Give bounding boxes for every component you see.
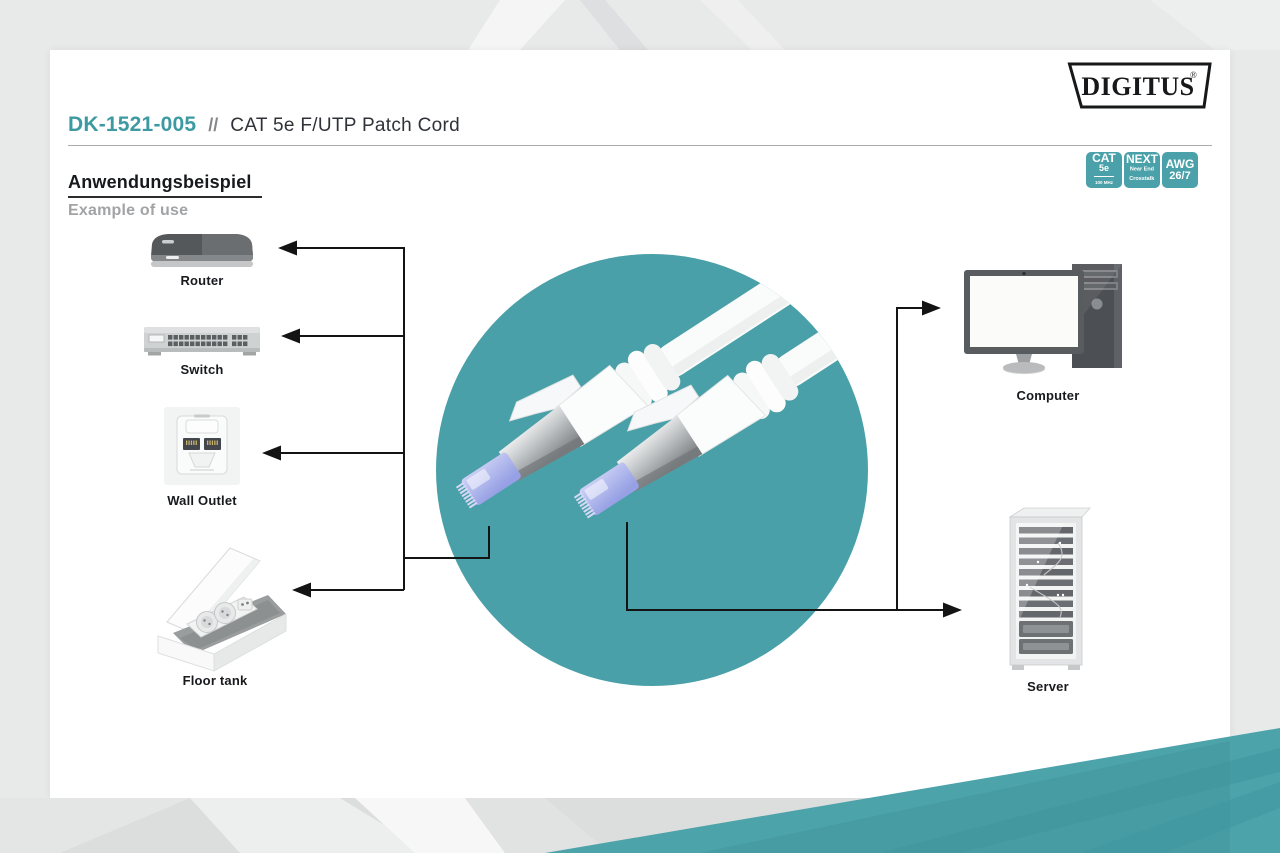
badge-next-title: NEXT [1125, 152, 1158, 167]
logo-frame [1067, 62, 1212, 109]
badge-cat5e: CAT 5e 100 MHz [1086, 152, 1122, 188]
page-header: DK-1521-005 // CAT 5e F/UTP Patch Cord [68, 113, 460, 137]
section-title-english: Example of use [68, 202, 189, 219]
datasheet-card: DIGITUS ® DK-1521-005 // CAT 5e F/UTP Pa… [50, 50, 1230, 798]
router-label: Router [180, 273, 224, 288]
section-title-german: Anwendungsbeispiel [68, 172, 262, 198]
badge-awg-value: 26/7 [1169, 169, 1191, 182]
wall-outlet-icon [164, 407, 240, 485]
logo-text: DIGITUS [1081, 72, 1194, 101]
floor-tank-label: Floor tank [182, 673, 248, 688]
badge-cat5e-category: 5e [1098, 163, 1109, 173]
server-icon [1000, 505, 1096, 677]
product-code: DK-1521-005 [68, 113, 197, 136]
badge-next: NEXT Near End Crosstalk [1124, 152, 1160, 188]
top-edge-decoration [468, 0, 1280, 50]
badge-cat5e-frequency: 100 MHz [1095, 179, 1114, 185]
header-rule [68, 145, 1212, 146]
spec-badges: CAT 5e 100 MHz NEXT Near End Crosstalk A… [1086, 152, 1198, 188]
badge-next-sub1: Near End [1129, 166, 1155, 173]
header-separator: // [208, 115, 219, 135]
product-name: CAT 5e F/UTP Patch Cord [230, 115, 461, 136]
badge-awg-title: AWG [1165, 156, 1195, 171]
switch-icon [140, 318, 264, 362]
computer-icon [962, 258, 1134, 382]
switch-label: Switch [180, 362, 224, 377]
badge-cat5e-title: CAT [1092, 151, 1116, 165]
badge-next-sub2: Crosstalk [1129, 175, 1155, 182]
badge-awg: AWG 26/7 [1162, 152, 1198, 188]
patch-cord-cables [436, 254, 868, 532]
badge-divider [1094, 175, 1114, 177]
computer-label: Computer [1016, 388, 1080, 403]
logo-registered-mark: ® [1190, 70, 1197, 80]
digitus-logo: DIGITUS ® [1067, 62, 1212, 109]
patch-cord-photo [436, 254, 868, 686]
server-label: Server [1027, 679, 1069, 694]
floor-tank-icon [140, 538, 290, 672]
wall-outlet-label: Wall Outlet [167, 493, 237, 508]
router-icon [142, 228, 262, 274]
